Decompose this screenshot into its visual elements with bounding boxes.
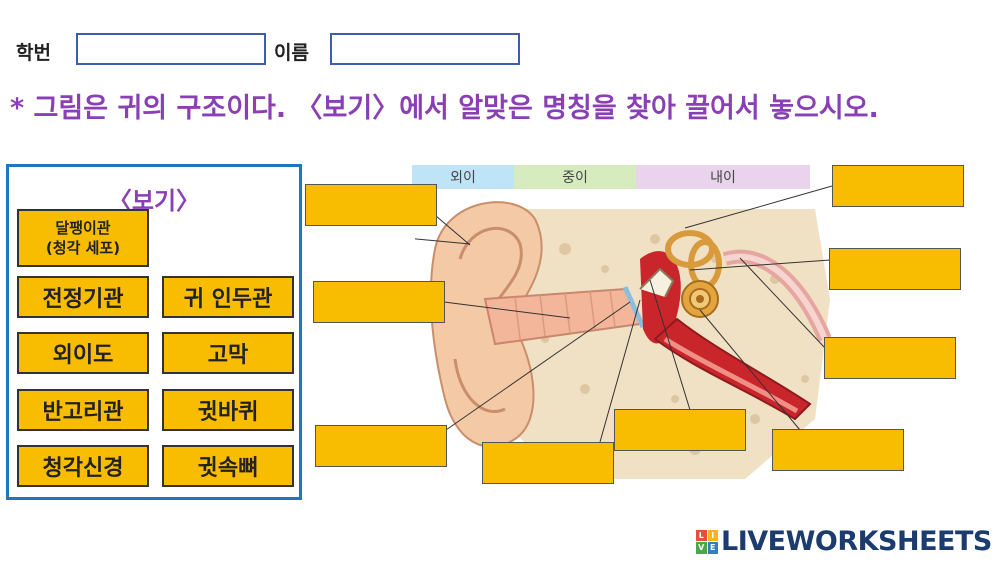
drop-target-5[interactable] xyxy=(614,409,746,451)
region-middle-ear: 중이 xyxy=(514,165,636,189)
word-chip-ossicles[interactable]: 귓속뼈 xyxy=(162,445,294,487)
brand-text: LIVEWORKSHEETS xyxy=(721,526,992,557)
region-inner-ear: 내이 xyxy=(636,165,810,189)
student-id-label: 학번 xyxy=(16,42,51,64)
word-chip-cochlea[interactable]: 달팽이관 (청각 세포) xyxy=(17,209,149,267)
chip-line1: 달팽이관 xyxy=(55,219,111,237)
drop-target-9[interactable] xyxy=(832,165,964,207)
drop-target-2[interactable] xyxy=(313,281,445,323)
liveworksheets-brand: L I V E LIVEWORKSHEETS xyxy=(696,526,992,557)
drop-target-3[interactable] xyxy=(315,425,447,467)
drop-target-7[interactable] xyxy=(824,337,956,379)
word-chip-auditory-nerve[interactable]: 청각신경 xyxy=(17,445,149,487)
word-chip-ear-canal[interactable]: 외이도 xyxy=(17,332,149,374)
region-outer-ear: 외이 xyxy=(412,165,514,189)
ear-anatomy-illustration xyxy=(415,201,832,479)
word-chip-semicircular-canal[interactable]: 반고리관 xyxy=(17,389,149,431)
name-input[interactable] xyxy=(330,33,520,65)
word-chip-auricle[interactable]: 귓바퀴 xyxy=(162,389,294,431)
word-chip-vestibule[interactable]: 전정기관 xyxy=(17,276,149,318)
drop-target-6[interactable] xyxy=(772,429,904,471)
word-chip-eustachian-tube[interactable]: 귀 인두관 xyxy=(162,276,294,318)
drop-target-1[interactable] xyxy=(305,184,437,226)
chip-line2: (청각 세포) xyxy=(45,239,121,257)
liveworksheets-logo-icon: L I V E xyxy=(696,529,718,554)
drop-target-4[interactable] xyxy=(482,442,614,484)
instruction-text: * 그림은 귀의 구조이다. 〈보기〉에서 알맞은 명칭을 찾아 끌어서 놓으시… xyxy=(10,93,879,124)
student-id-input[interactable] xyxy=(76,33,266,65)
word-chip-eardrum[interactable]: 고막 xyxy=(162,332,294,374)
drop-target-8[interactable] xyxy=(829,248,961,290)
name-label: 이름 xyxy=(274,42,309,64)
